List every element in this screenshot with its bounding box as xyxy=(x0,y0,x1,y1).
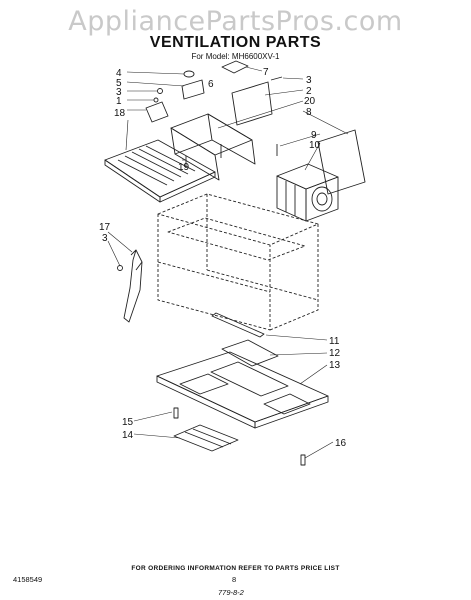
model-subtitle: For Model: MH6600XV-1 xyxy=(191,52,280,61)
part-filter xyxy=(173,424,239,452)
leader-lines xyxy=(107,66,349,459)
callout-label: 3 xyxy=(102,233,108,244)
callout-label: 4 xyxy=(116,68,122,79)
ordering-note: FOR ORDERING INFORMATION REFER TO PARTS … xyxy=(131,565,340,572)
screw-hardware xyxy=(117,76,306,466)
date-stamp: 779-8-2 xyxy=(218,588,244,597)
callout-label: 9 xyxy=(311,130,317,141)
part-blower-assembly xyxy=(276,163,339,222)
callout-label: 20 xyxy=(304,96,316,107)
document-number: 4158549 xyxy=(13,575,43,584)
callout-label: 2 xyxy=(306,86,312,97)
callout-label: 19 xyxy=(178,162,190,173)
part-side-duct xyxy=(123,249,143,323)
part-damper-door xyxy=(317,129,366,195)
part-top-clip xyxy=(221,60,249,74)
part-grille-panel xyxy=(104,139,216,203)
part-bottom-panel xyxy=(156,351,329,429)
callout-label: 17 xyxy=(99,222,111,233)
callout-label: 13 xyxy=(329,360,341,371)
callout-label: 7 xyxy=(263,67,269,78)
callout-label: 16 xyxy=(335,438,347,449)
callout-label: 14 xyxy=(122,430,134,441)
callout-label: 15 xyxy=(122,417,134,428)
callout-label: 18 xyxy=(114,108,126,119)
callout-label: 1 xyxy=(116,96,122,107)
callout-label: 12 xyxy=(329,348,341,359)
callout-label: 5 xyxy=(116,78,122,89)
part-bracket xyxy=(145,101,169,123)
cabinet-frame xyxy=(157,193,319,331)
callout-label: 10 xyxy=(309,140,321,151)
callout-label: 11 xyxy=(329,336,340,347)
callout-label: 8 xyxy=(306,107,312,118)
part-light-strip xyxy=(211,312,265,338)
page-number: 8 xyxy=(232,575,237,584)
part-glass-lens xyxy=(221,339,279,367)
page-title: VENTILATION PARTS xyxy=(149,34,322,51)
part-knob-assembly xyxy=(181,70,205,100)
part-damper-plate xyxy=(231,81,273,126)
callout-label: 6 xyxy=(208,79,214,90)
callout-label: 3 xyxy=(306,75,312,86)
callout-label: 3 xyxy=(116,87,122,98)
part-housing-bracket xyxy=(170,113,256,181)
watermark: AppliancePartsPros.com xyxy=(68,6,403,37)
